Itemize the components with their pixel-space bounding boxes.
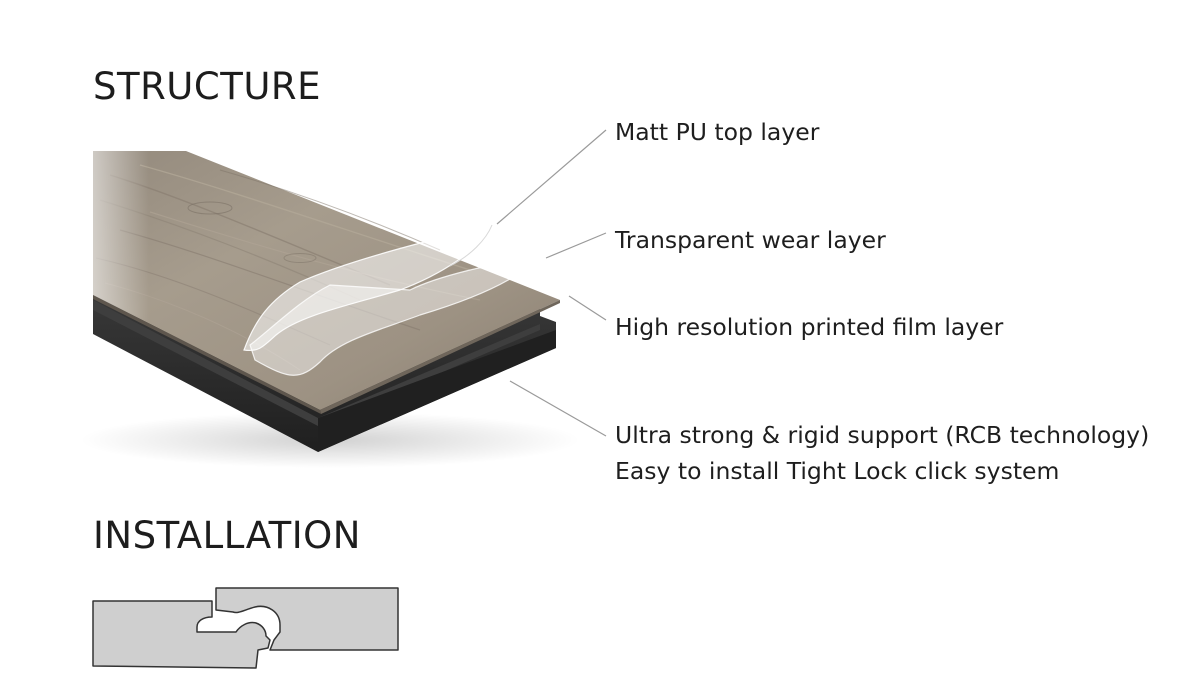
leader-line-wear xyxy=(545,232,607,259)
leader-line-film xyxy=(568,295,607,321)
pu-layer-peel xyxy=(243,224,494,352)
left-plank-profile xyxy=(92,600,271,669)
label-transparent-wear-layer: Transparent wear layer xyxy=(615,226,886,254)
label-click-system: Easy to install Tight Lock click system xyxy=(615,457,1060,485)
leader-line-core xyxy=(509,380,607,437)
rigid-core xyxy=(93,284,556,452)
installation-heading: INSTALLATION xyxy=(93,514,361,557)
right-plank-profile xyxy=(215,587,399,651)
click-profile-diagram xyxy=(92,587,399,669)
label-rigid-support: Ultra strong & rigid support (RCB techno… xyxy=(615,421,1150,449)
structure-heading: STRUCTURE xyxy=(93,65,321,108)
leader-line-pu xyxy=(496,129,607,225)
label-printed-film-layer: High resolution printed film layer xyxy=(615,313,1004,341)
label-matt-pu-top-layer: Matt PU top layer xyxy=(615,118,820,146)
